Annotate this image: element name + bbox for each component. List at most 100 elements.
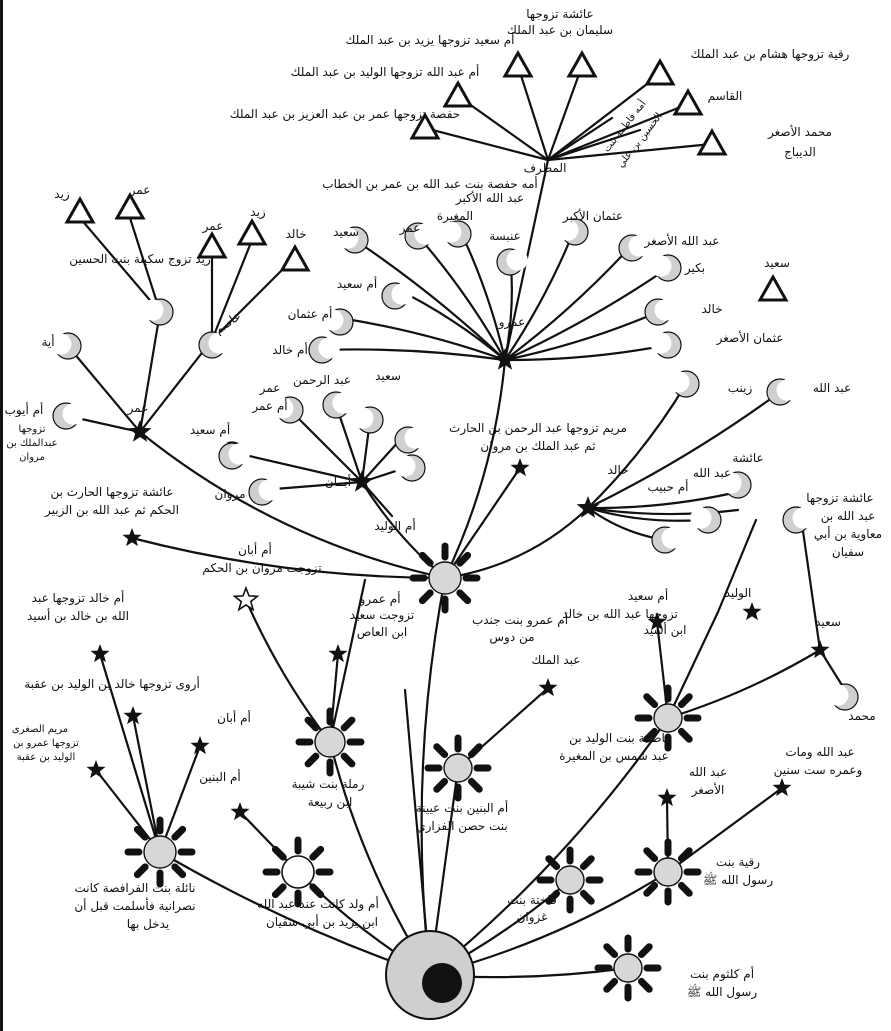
crescent-node-cut [394, 455, 416, 477]
crescent-node [52, 402, 84, 430]
label-saeed-4: سعيد [815, 615, 841, 629]
star-node [576, 496, 600, 518]
label-umm-amr-2: تزوجت سعيد [350, 608, 415, 623]
wife-sun-node-ray [171, 863, 187, 879]
edge-asim-zayd [210, 238, 254, 342]
label-muhammad-asghar: محمد الأصغر [767, 124, 832, 140]
crescent-node-cut [142, 299, 164, 321]
wife-sun-node-ray [677, 847, 693, 863]
edge-aban-child [288, 408, 364, 484]
wife-sun-node-ray [677, 693, 693, 709]
label-umm-banin-b2: بنت حصن الفزاري [416, 819, 508, 834]
crescent-node-cut [650, 332, 672, 354]
label-zayd-far: زيد [54, 187, 70, 202]
crescent-node [650, 331, 682, 359]
crescent-node-cut [661, 527, 683, 549]
wife-sun-node-ray [677, 881, 693, 897]
star-node [122, 528, 142, 547]
label-umm-amr-3: ابن العاص [357, 625, 408, 640]
label-muhammad: محمد [848, 709, 875, 723]
wife-sun-node-ray [304, 752, 320, 768]
crescent-node-cut [332, 392, 354, 414]
wife-sun-node-core [613, 953, 643, 983]
wife-sun-node-ray [677, 727, 693, 743]
wife-sun-node-ray [418, 551, 434, 567]
label-fakhita-2: غزوان [517, 910, 548, 925]
label-aisha-suleiman: عائشة تزوجها [526, 7, 593, 22]
crescent-node [248, 478, 280, 506]
male-triangle-node [644, 57, 676, 86]
crescent-node-cut [414, 223, 436, 245]
crescent-node [322, 391, 354, 419]
wife-sun-node [634, 838, 702, 906]
edge-ruq-died [666, 786, 784, 874]
wife-sun-node-ray [304, 716, 320, 732]
wife-sun-node-ray [637, 977, 653, 993]
crescent-node [668, 370, 700, 398]
crescent-node-cut [228, 443, 250, 465]
crescent-node [381, 282, 413, 310]
label-abdallah-asghar-b2: الأصغر [691, 782, 725, 798]
crescent-node [782, 506, 814, 534]
edge-fat-saeed [666, 648, 822, 720]
crescent-node [644, 298, 676, 326]
male-triangle-node [114, 191, 146, 220]
male-triangle-node [672, 87, 704, 116]
male-triangle-node [196, 230, 228, 259]
wife-sun-node-core [555, 865, 585, 895]
label-aisha-muawiya-3: معاوية بن أبي [814, 526, 882, 542]
label-mughira: المغيرة [437, 209, 473, 224]
label-khalid-3: خالد [607, 463, 628, 477]
male-triangle-node [502, 49, 534, 78]
male-triangle-node [236, 217, 268, 246]
edge-mutarraf-child [546, 116, 614, 162]
wife-sun-node-ray [603, 977, 619, 993]
crescent-node-cut [827, 684, 849, 706]
crescent-node-cut [720, 472, 742, 494]
label-ruqayya-1: رقية بنت [716, 855, 760, 870]
wife-sun-node [295, 707, 365, 777]
crescent-node [690, 506, 722, 534]
label-umm-khalid-2: الله بن خالد بن أسيد [27, 608, 129, 624]
label-aban: أبــان [325, 474, 351, 489]
star-node [350, 470, 374, 492]
label-uthman-akbar: عثمان الأكبر [562, 208, 623, 224]
edge-mutarraf-child [546, 128, 642, 162]
wife-sun-node-ray [643, 847, 659, 863]
star-node [510, 458, 530, 477]
tree-labels: عائشة تزوجها سليمان بن عبد الملك أم سعيد… [5, 7, 882, 1000]
label-abdallah-asghar: عبد الله الأصغر [644, 233, 720, 249]
label-abdallah-died-1: عبد الله ومات [785, 745, 854, 760]
label-bukayr: بكير [684, 261, 705, 276]
label-aisha-muawiya-1: عائشة تزوجها [806, 491, 873, 506]
wife-sun-node-ray [643, 727, 659, 743]
label-umm-amr-jundub-2: من دوس [489, 630, 534, 645]
crescent-node [618, 234, 650, 262]
edge-khalid-child [586, 506, 702, 522]
wife-sun-node-core [428, 561, 462, 595]
edge-mutarraf-child [546, 142, 714, 162]
star-node [230, 802, 250, 821]
male-triangle-node [442, 79, 474, 108]
label-umm-amr-1: أم عمرو [358, 591, 400, 607]
label-anbasa: عنبسة [489, 229, 521, 243]
label-umm-banin-a: أم البنين [199, 769, 241, 785]
male-triangle-node [279, 243, 311, 272]
crescent-node [557, 218, 589, 246]
label-umm-abdallah-walid: أم عبد الله تزوجها الوليد بن عبد الملك [291, 64, 480, 80]
label-maryam-s-1: مريم الصغرى [12, 724, 68, 735]
crescent-node [827, 683, 859, 711]
male-triangle-node [409, 111, 441, 140]
label-naila-1: نائلة بنت الفرافصة كانت [74, 881, 195, 896]
label-umm-banin-b1: أم البنين بنت عيينة [416, 800, 508, 816]
crescent-node [766, 378, 798, 406]
label-aisha-suleiman-husband: سليمان بن عبد الملك [507, 23, 613, 38]
tree-nodes [50, 49, 859, 1020]
star-outline-node [232, 585, 260, 612]
edge-amr-child [353, 238, 507, 362]
crescent-node [394, 454, 426, 482]
star-node [128, 420, 152, 442]
wife-sun-node-ray [433, 777, 449, 793]
crescent-node-cut [650, 255, 672, 277]
